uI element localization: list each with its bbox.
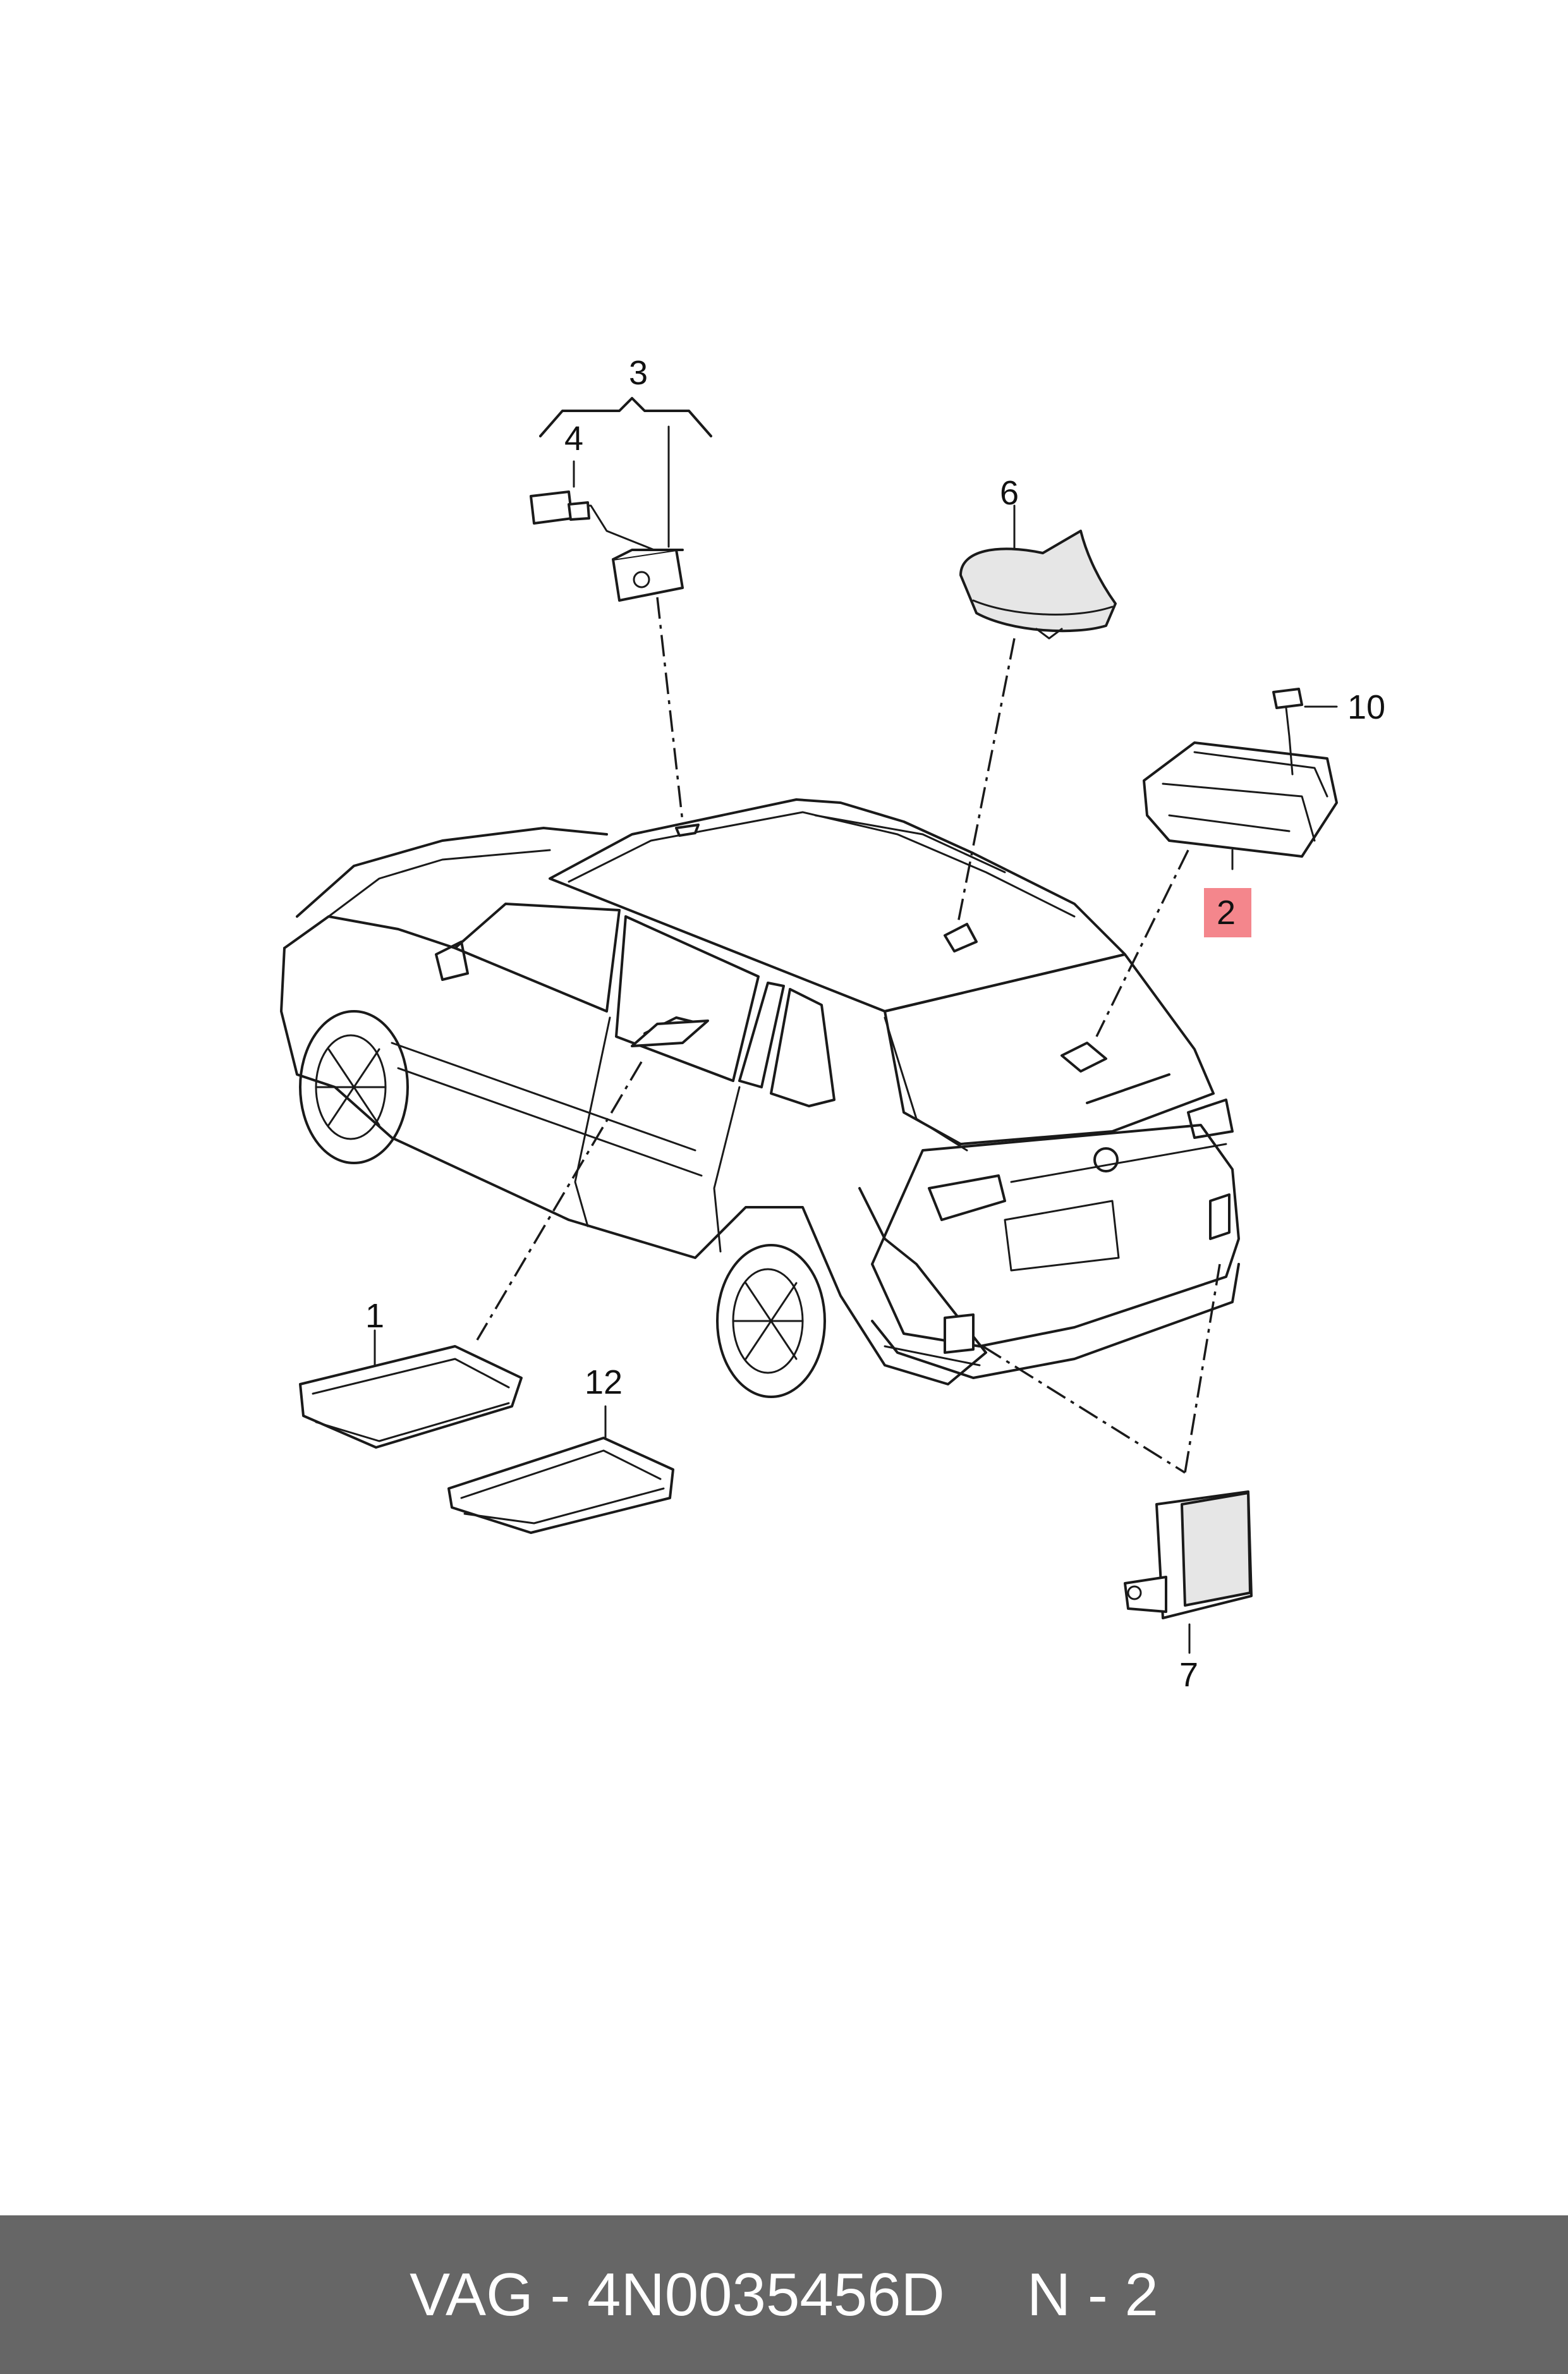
- callout-10: 10: [1347, 688, 1385, 726]
- callout-6: 6: [1000, 474, 1019, 512]
- part-4-connector: [530, 460, 655, 551]
- page-number-text: N - 2: [1026, 2260, 1158, 2328]
- leader-lines: [476, 597, 1221, 1474]
- vehicle-illustration: [280, 798, 1240, 1398]
- part-6-fin-antenna: [959, 504, 1117, 640]
- part-10-clip: [1272, 688, 1338, 776]
- callout-1: 1: [365, 1297, 384, 1335]
- part-7-sensor: [1124, 1490, 1253, 1654]
- callout-12: 12: [585, 1363, 623, 1401]
- part-1-module: [299, 1329, 523, 1449]
- part-number-text: VAG - 4N0035456D: [410, 2260, 945, 2328]
- callout-2: 2: [1217, 894, 1236, 932]
- part-3-amplifier: [539, 397, 712, 602]
- callout-3: 3: [629, 354, 648, 392]
- callout-4: 4: [564, 420, 583, 458]
- callout-7: 7: [1179, 1656, 1198, 1694]
- parts-diagram: 3 4 6 10 2 1 12 7: [280, 354, 1385, 1694]
- part-12-module: [447, 1405, 674, 1534]
- callout-labels: 3 4 6 10 2 1 12 7: [365, 354, 1385, 1694]
- footer-bar: VAG - 4N0035456D N - 2: [0, 2215, 1568, 2374]
- part-2-control-unit: [1143, 741, 1338, 870]
- callout-2-highlight: [1204, 888, 1251, 937]
